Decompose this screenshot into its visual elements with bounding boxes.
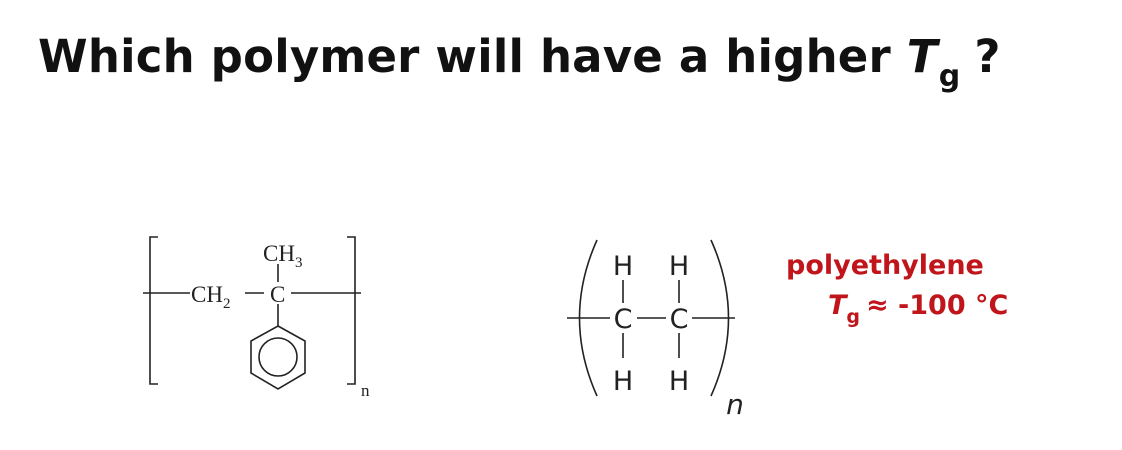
polyethylene-carbon-2: C [670, 304, 689, 335]
polystyrene-repeat-n: n [361, 381, 370, 400]
polyethylene-structure [567, 239, 735, 397]
polyethylene-h-top-2: H [669, 251, 689, 282]
title-question-mark: ? [974, 30, 1001, 83]
polyethylene-name: polyethylene [786, 250, 984, 281]
title-tg-symbol: T [906, 30, 938, 83]
polyethylene-note: polyethylene Tg≈ -100 °C [786, 246, 1008, 328]
polystyrene-left-bracket [149, 236, 158, 385]
polyethylene-h-top-1: H [613, 251, 633, 282]
title-tg-subscript: g [938, 59, 961, 94]
polystyrene-right-bracket [347, 236, 356, 385]
benzene-inner-circle [258, 337, 298, 377]
polystyrene-carbon-label: C [270, 282, 285, 307]
polyethylene-labels: H H C C H H n [613, 251, 744, 421]
polystyrene-structure [143, 236, 361, 390]
polyethylene-carbon-1: C [614, 304, 633, 335]
polyethylene-h-bottom-1: H [613, 366, 633, 397]
polyethylene-tg-symbol: T [828, 290, 847, 321]
polyethylene-tg-subscript: g [846, 306, 861, 328]
polyethylene-tg: Tg≈ -100 °C [828, 286, 1008, 328]
polyethylene-tg-value: ≈ -100 °C [866, 290, 1009, 321]
polyethylene-repeat-n: n [726, 388, 744, 421]
polyethylene-h-bottom-2: H [669, 366, 689, 397]
page-title: Which polymer will have a higher Tg? [38, 30, 1001, 94]
polystyrene-labels: CH3 CH2 C n [191, 241, 370, 400]
title-text: Which polymer will have a higher [38, 30, 891, 83]
polystyrene-ch2-label: CH2 [191, 282, 230, 312]
polystyrene-ch3-label: CH3 [263, 241, 302, 271]
benzene-ring [250, 325, 306, 390]
